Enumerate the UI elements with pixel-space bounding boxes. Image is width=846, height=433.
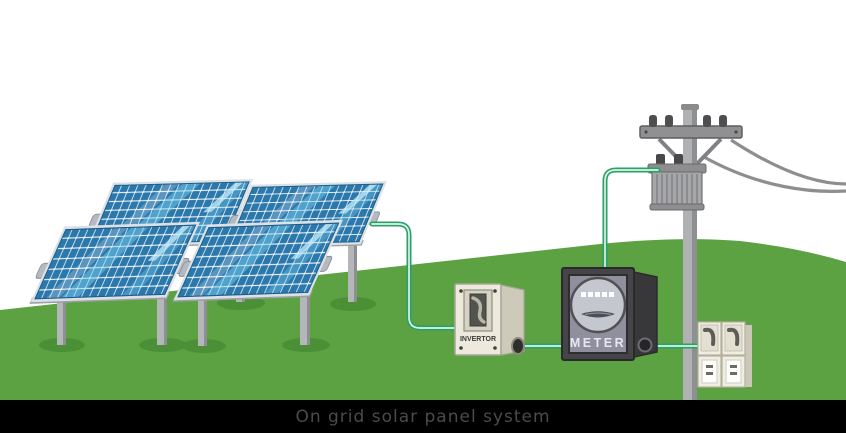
- meter-digit: [595, 292, 600, 297]
- screw: [493, 346, 497, 350]
- crossarm: [639, 125, 743, 139]
- pole-shaft-shade: [692, 108, 697, 400]
- meter-digits: [581, 292, 614, 297]
- meter-digit: [581, 292, 586, 297]
- power-lines: [703, 138, 846, 193]
- insulators: [649, 115, 727, 127]
- transformer-base: [649, 203, 705, 211]
- wire-highlight: [371, 223, 459, 329]
- screw: [459, 346, 463, 350]
- utility-pole: [639, 104, 846, 400]
- breaker-outlet: [721, 355, 746, 388]
- meter-label: METER: [570, 336, 626, 350]
- crossarm-bolt: [644, 130, 648, 134]
- outlet-slot: [730, 372, 737, 375]
- breaker-switch: [697, 321, 722, 356]
- invertor-label: INVERTOR: [460, 336, 496, 343]
- breaker-switch: [721, 321, 746, 356]
- meter-digit: [609, 292, 614, 297]
- screw: [459, 289, 463, 293]
- breaker-panel: [697, 321, 752, 388]
- screw: [493, 289, 497, 293]
- transformer-ribs: [656, 174, 698, 204]
- pole-shadow: [330, 297, 376, 311]
- switch-lever: [727, 327, 740, 346]
- insulator: [703, 115, 711, 127]
- meter-digit: [588, 292, 593, 297]
- invertor-box: INVERTOR: [454, 283, 525, 356]
- support-pole: [57, 293, 66, 345]
- support-pole: [198, 293, 207, 346]
- meter-connector: [637, 337, 653, 353]
- caption: On grid solar panel system: [295, 407, 550, 427]
- pole-cap: [681, 104, 699, 110]
- meter-lens-highlight: [584, 312, 612, 315]
- invertor-connector: [511, 337, 525, 355]
- breaker-side: [745, 325, 752, 387]
- outlet-slot: [706, 372, 713, 375]
- insulator: [665, 115, 673, 127]
- meter-box: METER: [561, 267, 658, 361]
- wire-highlight: [604, 169, 659, 273]
- meter-lens: [581, 311, 615, 318]
- power-line: [730, 138, 846, 186]
- power-line: [703, 155, 846, 193]
- transformer-bushing: [674, 154, 683, 166]
- outlet-slot: [706, 365, 713, 368]
- outlet-slot: [730, 365, 737, 368]
- meter-digit: [602, 292, 607, 297]
- breaker-outlet: [697, 355, 722, 388]
- meter-dial: [569, 276, 627, 334]
- switch-lever: [471, 296, 486, 324]
- crossarm-bolt: [734, 130, 738, 134]
- caption-bar: [0, 400, 846, 433]
- insulator: [719, 115, 727, 127]
- transformer-bushing: [656, 154, 665, 166]
- switch-lever: [703, 327, 716, 346]
- transformer: [647, 154, 707, 211]
- insulator: [649, 115, 657, 127]
